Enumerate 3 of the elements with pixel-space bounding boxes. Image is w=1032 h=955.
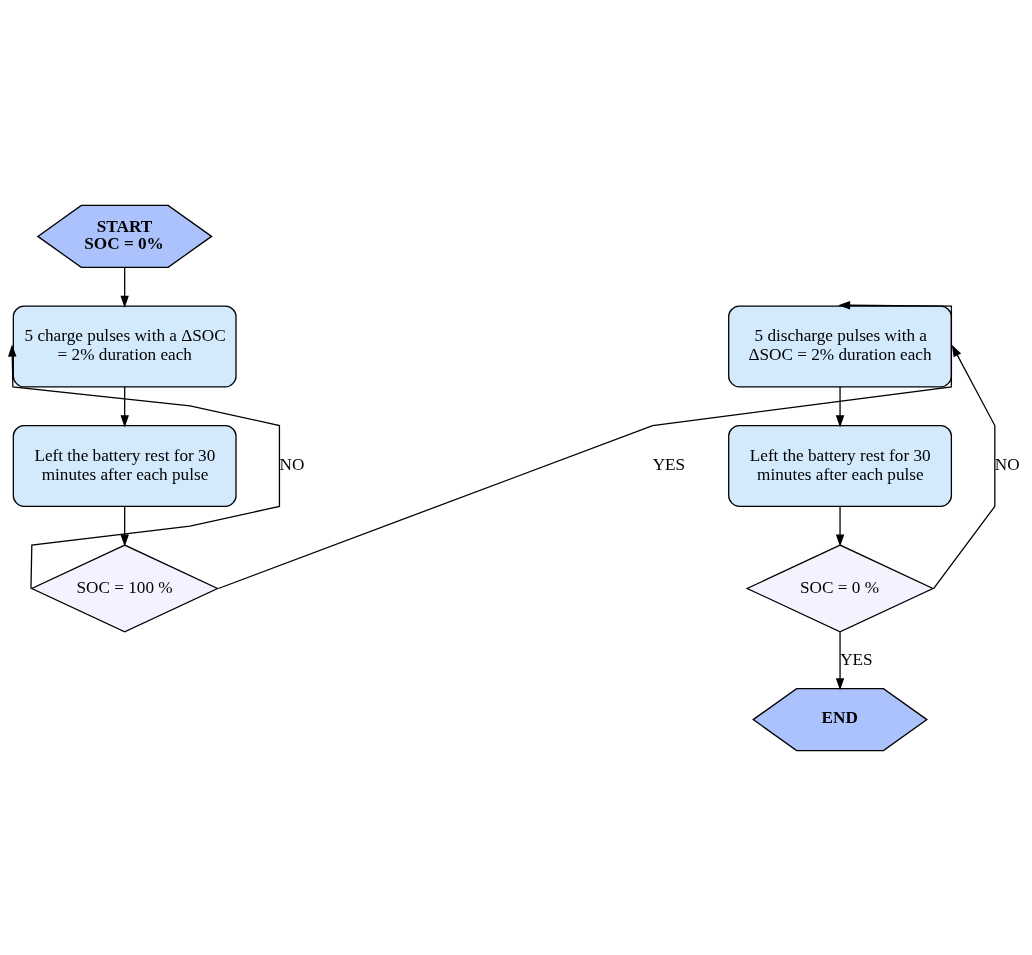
edge-label: NO [279, 454, 305, 474]
edge-label: NO [994, 454, 1020, 474]
edge-label: YES [652, 454, 686, 474]
